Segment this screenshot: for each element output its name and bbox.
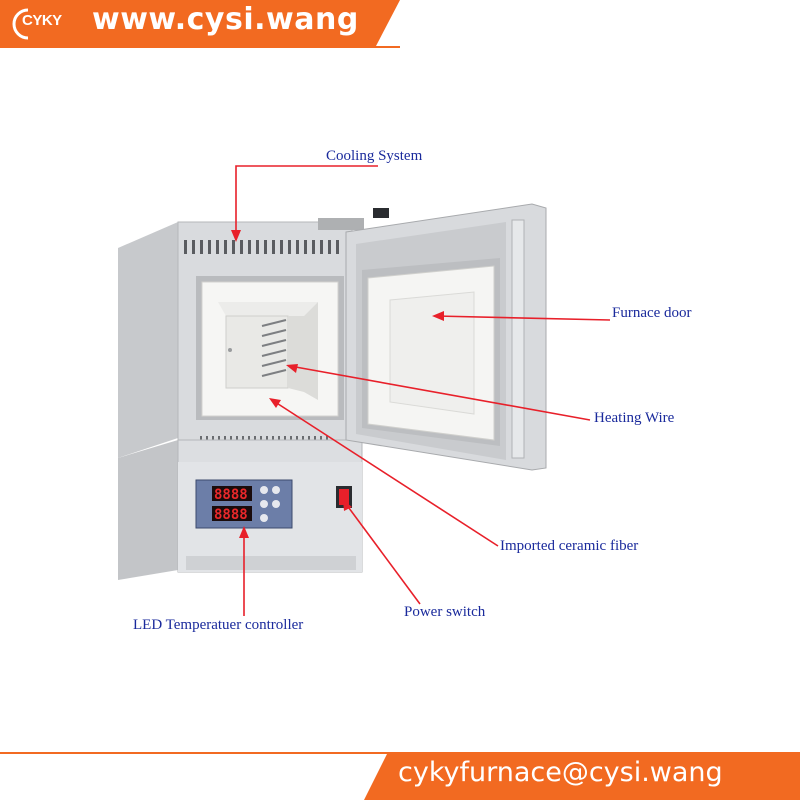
top-banner: CYKY www.cysi.wang <box>0 0 800 48</box>
header-url[interactable]: www.cysi.wang <box>92 2 359 37</box>
controller-pv-readout: 8888 <box>214 487 248 503</box>
controller-sv-readout: 8888 <box>214 507 248 523</box>
power-switch <box>336 486 352 508</box>
ceramic-fiber-arrow <box>271 399 499 547</box>
footer-email[interactable]: cykyfurnace@cysi.wang <box>398 757 723 788</box>
imported-ceramic-fiber-label: Imported ceramic fiber <box>500 538 639 554</box>
logo-icon: CYKY <box>22 12 62 29</box>
arrowheads <box>231 230 444 538</box>
cooling-system-label: Cooling System <box>326 148 423 164</box>
furnace-door-arrow <box>435 315 611 321</box>
furnace-door <box>345 203 547 471</box>
led-controller-label: LED Temperatuer controller <box>133 617 304 633</box>
power-switch-arrow <box>345 503 421 605</box>
furnace-door-label: Furnace door <box>612 305 692 321</box>
callout-arrows <box>235 165 611 616</box>
power-switch-label: Power switch <box>404 604 486 620</box>
cooling-system-arrow <box>235 165 378 238</box>
logo-mark-icon <box>12 8 29 40</box>
bottom-banner: cykyfurnace@cysi.wang <box>0 752 800 800</box>
heating-wire-arrow <box>289 365 591 421</box>
led-temperature-controller <box>195 479 293 529</box>
heating-wire-label: Heating Wire <box>594 410 675 426</box>
furnace-chamber <box>196 276 344 420</box>
